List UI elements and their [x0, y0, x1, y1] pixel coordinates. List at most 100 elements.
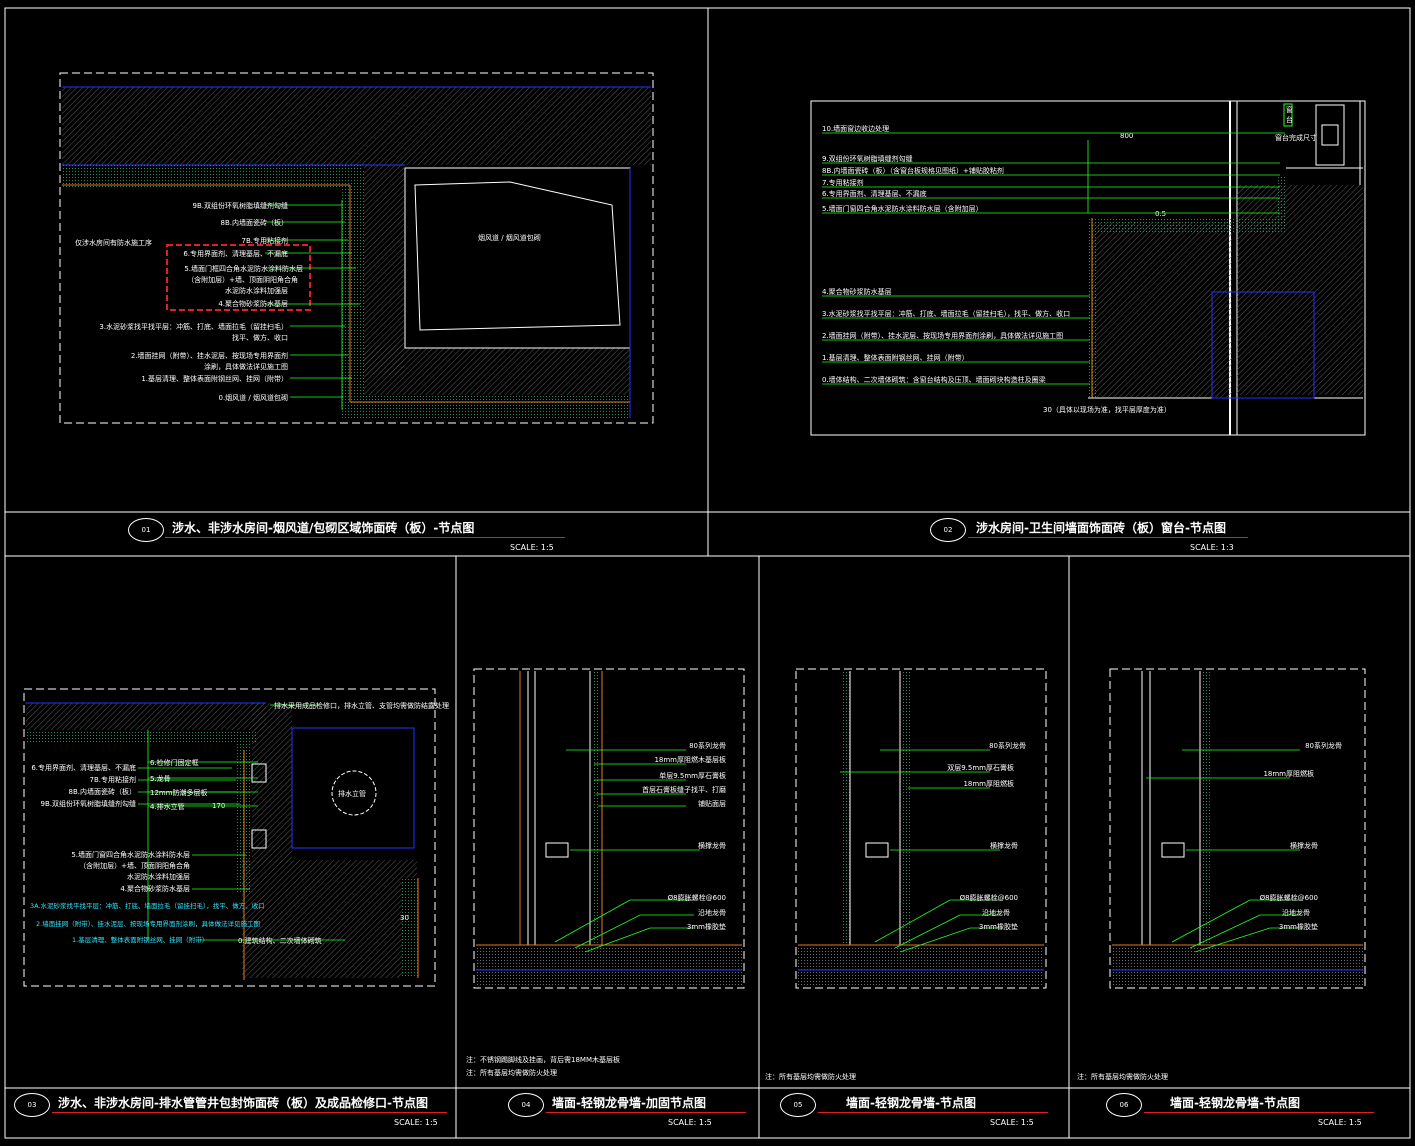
- p3-label-5a: 5.墙面门窗四合角水泥防水涂料防水层: [71, 850, 190, 859]
- p3-dim-30: 30: [400, 914, 409, 922]
- p4-note-1: 注：不锈钢踢脚线及挂画，背后需18MM木基层板: [466, 1056, 620, 1064]
- panel-5-detail: 80系列龙骨 双层9.5mm厚石膏板 18mm厚阻燃板 横撑龙骨 Ø8膨胀螺栓@…: [795, 668, 1047, 989]
- p6-number-bubble: 06: [1106, 1093, 1142, 1117]
- p2-label-4: 4.聚合物砂浆防水基层: [822, 287, 892, 296]
- p3-label-0: 0.建筑结构、二次墙体砌筑: [238, 936, 322, 945]
- p6-label-brace: 横撑龙骨: [1290, 841, 1318, 850]
- p5-label-bolt: Ø8膨胀螺栓@600: [960, 893, 1018, 902]
- p6-label-board: 18mm厚阻燃板: [1263, 769, 1314, 778]
- p3-title-underline: [52, 1112, 447, 1113]
- p3-label-pipe: 4.排水立管: [150, 802, 185, 811]
- p3-top-note: 排水采用成品检修口，排水立管、支管均需做防结露处理: [274, 701, 449, 710]
- p4-label-putty: 首层石膏板缝子找平、打磨: [642, 785, 726, 794]
- p3-label-8b: 8B.内墙面瓷砖（板）: [69, 787, 136, 796]
- panel-1-detail: 烟风道 / 烟风道包砌 仅涉水房间有防水施工序 9B.双组份环氧树脂填缝剂勾缝 …: [59, 72, 654, 424]
- p1-highlight-box: [166, 244, 311, 311]
- p1-label-5a: 5.墙面门框四合角水泥防水涂料防水层: [184, 264, 303, 273]
- p6-note: 注：所有基层均需做防火处理: [1077, 1073, 1168, 1081]
- p4-note-2: 注：所有基层均需做防火处理: [466, 1069, 557, 1077]
- p5-label-gypsum: 双层9.5mm厚石膏板: [947, 763, 1014, 772]
- panel-6-detail: 80系列龙骨 18mm厚阻燃板 横撑龙骨 Ø8膨胀螺栓@600 沿地龙骨 3mm…: [1109, 668, 1366, 989]
- p2-label-5: 5.墙面门窗四合角水泥防水涂料防水层（含附加层）: [822, 204, 983, 213]
- p3-cyan-2: 2.墙面挂网（附带）、挂水泥层、按现场专用界面剂涂刷，具体做法详见施工图: [36, 919, 260, 928]
- p3-cyan-3a: 3A.水泥砂浆找平找平层：冲筋、打底、墙面拉毛（留挂扫毛），找平、做方、收口: [30, 901, 265, 910]
- p2-label-6: 6.专用界面剂、清理基层、不漏底: [822, 189, 927, 198]
- p3-label-7b: 7B.专用粘接剂: [90, 775, 136, 784]
- p2-number-bubble: 02: [930, 518, 966, 542]
- p5-scale: SCALE: 1:5: [990, 1118, 1034, 1127]
- p3-scale: SCALE: 1:5: [394, 1118, 438, 1127]
- p5-scale-label: SCALE:: [990, 1118, 1019, 1127]
- p4-label-gypsum: 单层9.5mm厚石膏板: [659, 771, 726, 780]
- p6-scale-value: 1:5: [1348, 1118, 1362, 1127]
- p5-label-floor-keel: 沿地龙骨: [982, 908, 1010, 917]
- p3-scale-label: SCALE:: [394, 1118, 423, 1127]
- p2-label-2: 2.墙面挂网（附带）、挂水泥层、按现场专用界面剂涂刷，具体做法详见施工图: [822, 331, 1063, 340]
- p6-label-keel: 80系列龙骨: [1305, 741, 1342, 750]
- p1-label-4: 4.聚合物砂浆防水基层: [218, 299, 288, 308]
- p3-label-5b: （含附加层）+墙、顶面阴阳角合角: [79, 861, 190, 870]
- p4-label-brace: 横撑龙骨: [698, 841, 726, 850]
- p3-label-5c: 水泥防水涂料加强层: [127, 872, 190, 881]
- p2-label-3: 3.水泥砂浆找平找平层：冲筋、打底、墙面拉毛（留挂扫毛），找平、做方、收口: [822, 309, 1070, 318]
- p1-label-5c: 水泥防水涂料加强层: [225, 286, 288, 295]
- p4-title: 墙面-轻钢龙骨墙-加固节点图: [552, 1096, 706, 1110]
- p2-bottom-dim: 30（具体以现场为准，找平层厚度为准）: [1043, 405, 1171, 414]
- panel-2-detail: 窗 台 窗台完成尺寸 800 0.5 10.墙面窗边收边处理 9.双组份环氧树脂…: [810, 100, 1366, 436]
- p2-title-underline: [968, 537, 1248, 538]
- p5-label-rubber: 3mm橡胶垫: [979, 922, 1018, 931]
- p6-scale: SCALE: 1:5: [1318, 1118, 1362, 1127]
- p1-title: 涉水、非涉水房间-烟风道/包砌区域饰面砖（板）-节点图: [172, 521, 475, 535]
- p3-cyan-1: 1.基层清理、整体表面附钢丝网、挂网（附带）: [72, 935, 208, 944]
- p3-number-bubble: 03: [14, 1093, 50, 1117]
- p2-top-2: 台: [1286, 115, 1293, 124]
- p5-scale-value: 1:5: [1020, 1118, 1034, 1127]
- p1-highlight-note: 仅涉水房间有防水施工序: [75, 238, 152, 247]
- p5-number-bubble: 05: [780, 1093, 816, 1117]
- p2-title: 涉水房间-卫生间墙面饰面砖（板）窗台-节点图: [976, 521, 1226, 535]
- p2-label-1: 1.基层清理、整体表面附钢丝网、挂网（附带）: [822, 353, 969, 362]
- p4-label-rubber: 3mm橡胶垫: [687, 922, 726, 931]
- p6-title: 墙面-轻钢龙骨墙-节点图: [1170, 1096, 1300, 1110]
- p5-label-board: 18mm厚阻燃板: [963, 779, 1014, 788]
- p2-scale-value: 1:3: [1220, 543, 1234, 552]
- p6-title-underline: [1144, 1112, 1374, 1113]
- p6-label-floor-keel: 沿地龙骨: [1282, 908, 1310, 917]
- p5-label-brace: 横撑龙骨: [990, 841, 1018, 850]
- p1-label-3b: 找平、做方、收口: [232, 333, 288, 342]
- p5-note: 注：所有基层均需做防火处理: [765, 1073, 856, 1081]
- p4-scale-label: SCALE:: [668, 1118, 697, 1127]
- p4-label-bolt: Ø8膨胀螺栓@600: [668, 893, 726, 902]
- p6-label-bolt: Ø8膨胀螺栓@600: [1260, 893, 1318, 902]
- p1-label-2b: 涂刷，具体做法详见施工图: [204, 362, 288, 371]
- p2-label-10: 10.墙面窗边收边处理: [822, 124, 889, 133]
- p3-label-9b: 9B.双组份环氧树脂填缝剂勾缝: [41, 799, 136, 808]
- p1-duct-label: 烟风道 / 烟风道包砌: [478, 233, 541, 242]
- p4-label-wood: 18mm厚阻燃木基层板: [654, 755, 726, 764]
- p2-scale: SCALE: 1:3: [1190, 543, 1234, 552]
- p2-scale-label: SCALE:: [1190, 543, 1219, 552]
- p1-label-2a: 2.墙面挂网（附带）、挂水泥层、按现场专用界面剂: [131, 351, 288, 360]
- p2-top-3: 窗台完成尺寸: [1275, 133, 1317, 142]
- p3-label-keel: 5.龙骨: [150, 774, 171, 783]
- p2-label-9: 9.双组份环氧树脂填缝剂勾缝: [822, 154, 913, 163]
- p3-label-6: 6.专用界面剂、清理基层、不漏底: [31, 763, 136, 772]
- p6-scale-label: SCALE:: [1318, 1118, 1347, 1127]
- p4-scale: SCALE: 1:5: [668, 1118, 712, 1127]
- p1-label-7b: 7B.专用粘接剂: [242, 236, 288, 245]
- p1-label-3a: 3.水泥砂浆找平找平层：冲筋、打底、墙面拉毛（留挂扫毛）: [99, 322, 288, 331]
- p1-label-5b: （含附加层）+墙、顶面阴阳角合角: [187, 275, 298, 284]
- p2-label-7: 7.专用粘接剂: [822, 178, 864, 187]
- p1-scale-label: SCALE:: [510, 543, 539, 552]
- p3-scale-value: 1:5: [424, 1118, 438, 1127]
- p1-label-1: 1.基层清理、整体表面附钢丝网、挂网（附带）: [141, 374, 288, 383]
- p2-dim-800: 800: [1120, 132, 1133, 140]
- p1-scale-value: 1:5: [540, 543, 554, 552]
- p2-top-1: 窗: [1286, 105, 1293, 114]
- p4-title-underline: [546, 1112, 746, 1113]
- p3-title: 涉水、非涉水房间-排水管管井包封饰面砖（板）及成品检修口-节点图: [58, 1096, 428, 1110]
- panel-4-detail: 80系列龙骨 18mm厚阻燃木基层板 单层9.5mm厚石膏板 首层石膏板缝子找平…: [473, 668, 745, 989]
- p3-label-board: 12mm防潮多层板: [150, 788, 208, 797]
